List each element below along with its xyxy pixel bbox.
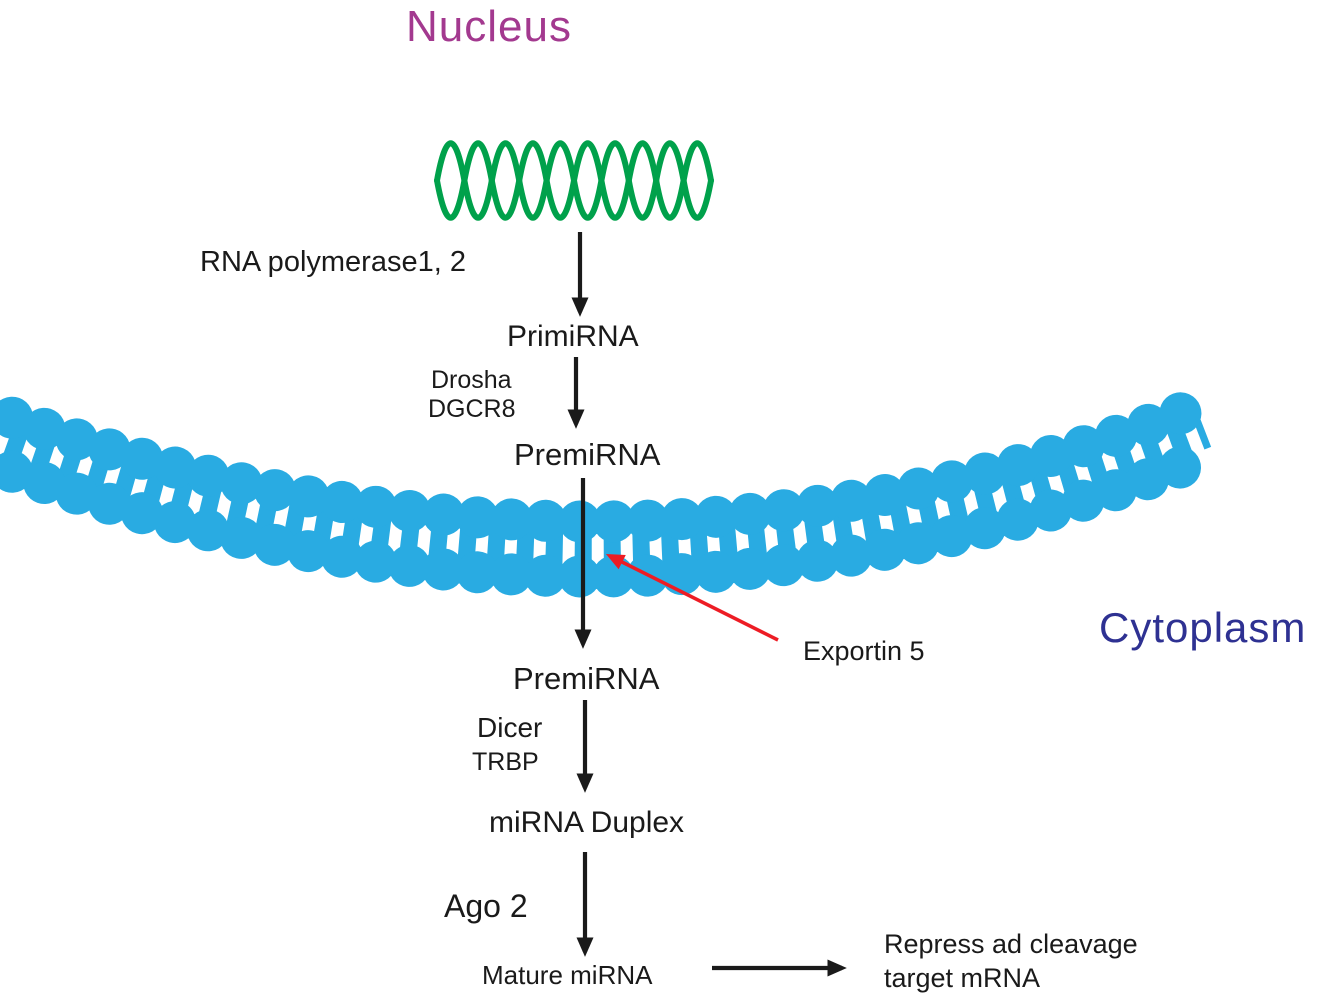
dna-strand-2 [434,140,714,221]
premirna-nucleus-label: PremiRNA [514,437,661,472]
nucleus-label: Nucleus [406,2,572,51]
exportin5-pointer-arrow [605,553,779,642]
mature-mirna-label: Mature miRNA [482,960,653,990]
drosha-label: Drosha [431,366,512,394]
nuclear-membrane [0,383,1226,598]
repress-target-label: Repress ad cleavage target mRNA [884,927,1138,993]
dgcr8-label: DGCR8 [428,395,516,423]
trbp-label: TRBP [472,748,539,776]
premirna-cytoplasm-label: PremiRNA [513,661,660,696]
cytoplasm-label: Cytoplasm [1099,604,1307,651]
repress-target-line2: target mRNA [884,963,1041,993]
mirna-duplex-label: miRNA Duplex [489,806,685,839]
dna-helix [434,140,714,221]
ago2-label: Ago 2 [444,888,528,924]
rna-polymerase-label: RNA polymerase1, 2 [200,246,466,278]
exportin5-label: Exportin 5 [803,636,925,666]
repress-target-line1: Repress ad cleavage [884,929,1138,959]
membrane-bottom-beads [0,437,1226,598]
membrane-top-beads [0,383,1226,543]
dicer-label: Dicer [477,712,543,743]
primirna-label: PrimiRNA [507,320,639,353]
